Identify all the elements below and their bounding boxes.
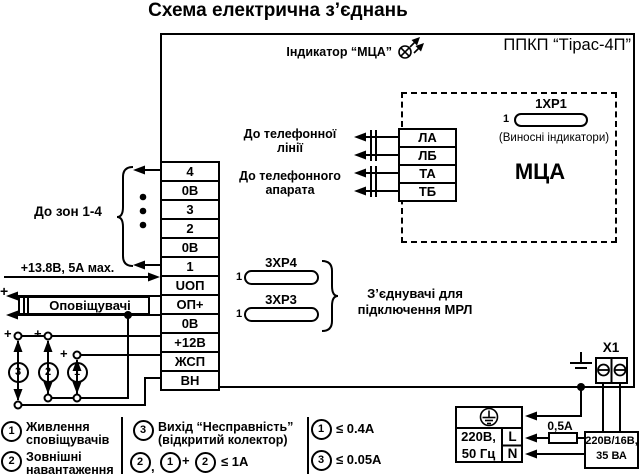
legend-1-badge: 1 [1, 420, 22, 442]
tap2-plus-sign: + [34, 326, 42, 341]
vn-wire [22, 377, 160, 406]
phone-set-label-2: апарата [265, 183, 315, 197]
mca-module-name: МЦА [514, 159, 566, 184]
zones-brace [116, 166, 134, 267]
x1-transformer-wires [602, 384, 621, 431]
mains-supply-box [455, 406, 523, 463]
main-terminal-strip: 4 0В 3 2 0В 1 UОП ОП+ 0В +12В ЖСП ВН [160, 161, 220, 391]
mrl-connectors [244, 260, 339, 332]
mrl-top-pin1: 1 [236, 271, 243, 283]
legend-item2-line1: Зовнішні [26, 450, 82, 464]
mca-connector-note: (Виносні індикатори) [498, 132, 610, 144]
load-2-arrow [43, 340, 53, 394]
terminal-0v-b: 0В [160, 237, 220, 258]
terminal-vn: ВН [160, 370, 220, 391]
terminal-la: ЛА [398, 128, 457, 148]
legend-2-badge: 2 [1, 450, 22, 472]
load-supply-wires [18, 335, 160, 356]
return-wire [48, 315, 129, 399]
tap-circles [13, 331, 82, 410]
fuse-label: 0,5А [547, 419, 573, 433]
phone-wires [354, 130, 398, 197]
ground-wire [525, 387, 582, 421]
mains-n-terminal: N [507, 446, 518, 461]
formula-sum-1-badge: 1 [159, 451, 181, 473]
terminal-zhsp: ЖСП [160, 351, 220, 372]
load-3-arrow [13, 340, 23, 401]
mrl-connector-top-label: 3ХР4 [265, 255, 297, 270]
x1-screw-terminals [597, 358, 627, 383]
formula-3-result: ≤ 0.05А [336, 452, 382, 467]
mrl-bottom-pin1: 1 [236, 308, 243, 320]
neutral-wire [525, 449, 584, 459]
protective-earth-icon [479, 407, 499, 427]
terminal-zone1: 1 [160, 256, 220, 277]
mains-l-terminal: L [508, 429, 517, 444]
mains-voltage-label: 220В, [461, 429, 496, 444]
formula-3-badge: 3 [310, 449, 332, 471]
formula-sum-2b-badge: 2 [194, 451, 216, 473]
formula-comma: , [151, 459, 155, 474]
mrl-caption-2: підключення МРЛ [357, 302, 473, 317]
mca-indicator-label: Індикатор “МЦА” [286, 45, 392, 59]
page-title: Схема електрична з’єднань [148, 0, 408, 21]
sounders-wires [6, 291, 160, 320]
earth-symbol [570, 352, 592, 391]
mca-terminal-strip: ЛА ЛБ ТА ТБ [398, 128, 457, 202]
mrl-brace [321, 260, 339, 332]
legend-item1-line2: сповіщувачів [26, 433, 110, 447]
tap1-plus-sign: + [60, 346, 68, 361]
sounders-plus-sign: + [0, 283, 9, 299]
legend-item3-line1: Вихід “Несправність” [158, 420, 294, 434]
terminal-0v-c: 0В [160, 313, 220, 334]
legend-item3-line2: (відкритий колектор) [158, 433, 288, 447]
mrl-connector-bottom-label: 3ХР3 [265, 292, 297, 307]
phone-line-label-2: лінії [277, 141, 303, 155]
mca-connector-pin1: 1 [503, 113, 510, 125]
zone-arrows [116, 165, 160, 270]
transformer-box [584, 431, 639, 469]
legend-3-badge: 3 [132, 419, 154, 441]
load-1-arrow [72, 359, 82, 394]
led-indicator-icon [398, 37, 424, 59]
terminal-tb: ТБ [398, 182, 457, 202]
transformer-power-label: 35 ВА [596, 450, 627, 462]
sounders-label: Оповіщувачі [49, 298, 131, 313]
mrl-caption-1: З’єднувачі для [367, 286, 463, 301]
mca-connector-label: 1ХР1 [535, 96, 567, 111]
mains-box-dividers [456, 427, 522, 462]
legend-dividers [121, 417, 309, 474]
transformer-ratio-label: 220В/16В, [585, 435, 638, 447]
formula-1-badge: 1 [310, 418, 332, 440]
formula-plus: + [182, 453, 190, 468]
legend-item2-line2: навантаження [26, 463, 114, 474]
mains-frequency-label: 50 Гц [461, 446, 496, 461]
phone-set-label-1: До телефонного [239, 169, 341, 183]
formula-sum-result: ≤ 1А [221, 454, 249, 469]
phone-line-label-1: До телефонної [243, 127, 337, 141]
panel-name: ППКП “Тірас-4П” [503, 36, 631, 54]
terminal-uop: UОП [160, 275, 220, 296]
mca-connector-oval [514, 113, 588, 127]
formula-sum-2-badge: 2 [129, 451, 151, 473]
power-label: +13.8В, 5А мах. [20, 261, 115, 275]
terminal-ta: ТА [398, 164, 457, 184]
zones-label: До зон 1-4 [34, 204, 102, 219]
uop-power-wire [4, 272, 160, 282]
x1-label: Х1 [602, 340, 620, 355]
formula-1-result: ≤ 0.4А [336, 421, 375, 436]
fuse-wire [525, 432, 584, 444]
legend-item1-line1: Живлення [26, 420, 90, 434]
tap3-plus-sign: + [4, 326, 12, 341]
